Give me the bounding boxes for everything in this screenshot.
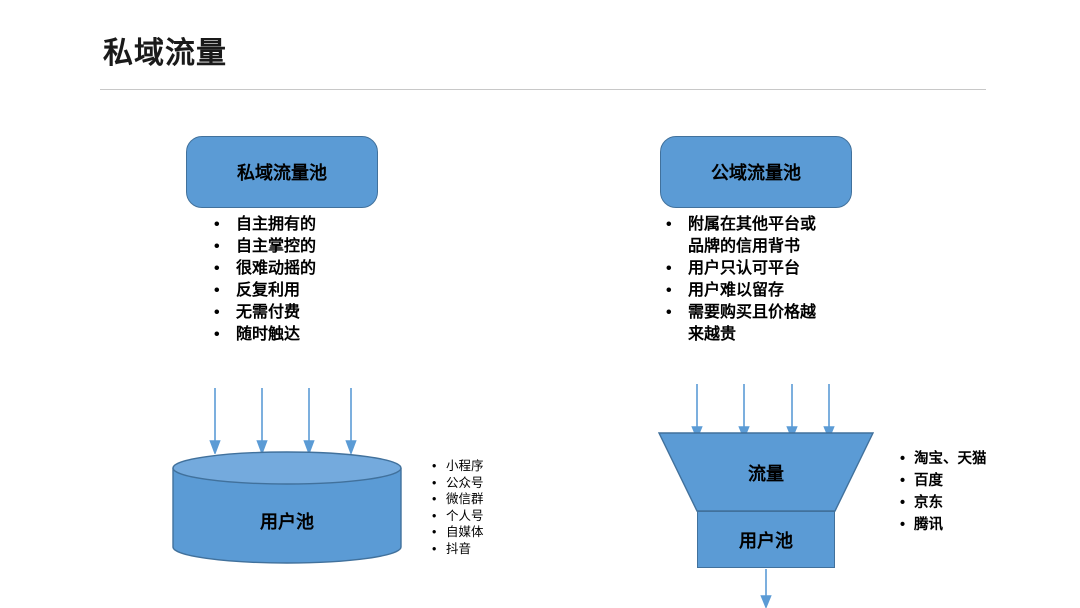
private-pool-label: 私域流量池 [237,163,327,183]
private-bullet-list: 自主拥有的 自主掌控的 很难动摇的 反复利用 无需付费 随时触达 [210,214,400,346]
list-item: 需要购买且价格越来越贵 [662,302,824,346]
public-platform-list: 淘宝、天猫 百度 京东 腾讯 [900,448,987,536]
list-item: 腾讯 [900,514,987,536]
list-item: 反复利用 [210,280,400,302]
user-pool-cylinder [172,451,402,564]
list-item: 个人号 [432,508,484,525]
funnel-output-arrow [760,569,772,608]
traffic-funnel [658,432,874,512]
public-down-arrows [691,384,835,439]
list-item: 抖音 [432,541,484,558]
private-pool-box: 私域流量池 [186,136,378,208]
list-item: 附属在其他平台或品牌的信用背书 [662,214,824,258]
private-user-pool-label: 用户池 [260,512,314,532]
public-bullet-list: 附属在其他平台或品牌的信用背书 用户只认可平台 用户难以留存 需要购买且价格越来… [662,214,824,346]
list-item: 百度 [900,470,987,492]
public-pool-box: 公域流量池 [660,136,852,208]
list-item: 无需付费 [210,302,400,324]
list-item: 小程序 [432,458,484,475]
list-item: 用户只认可平台 [662,258,824,280]
title-divider [100,89,986,90]
list-item: 自主掌控的 [210,236,400,258]
list-item: 自媒体 [432,524,484,541]
list-item: 微信群 [432,491,484,508]
page-title: 私域流量 [103,37,227,70]
list-item: 自主拥有的 [210,214,400,236]
private-down-arrows [209,388,357,454]
list-item: 淘宝、天猫 [900,448,987,470]
list-item: 公众号 [432,475,484,492]
list-item: 用户难以留存 [662,280,824,302]
list-item: 很难动摇的 [210,258,400,280]
list-item: 随时触达 [210,324,400,346]
private-channel-list: 小程序 公众号 微信群 个人号 自媒体 抖音 [432,458,484,557]
funnel-label: 流量 [748,464,784,484]
public-user-pool-box: 用户池 [697,511,835,568]
public-pool-label: 公域流量池 [711,163,801,183]
list-item: 京东 [900,492,987,514]
public-user-pool-label: 用户池 [739,530,793,551]
